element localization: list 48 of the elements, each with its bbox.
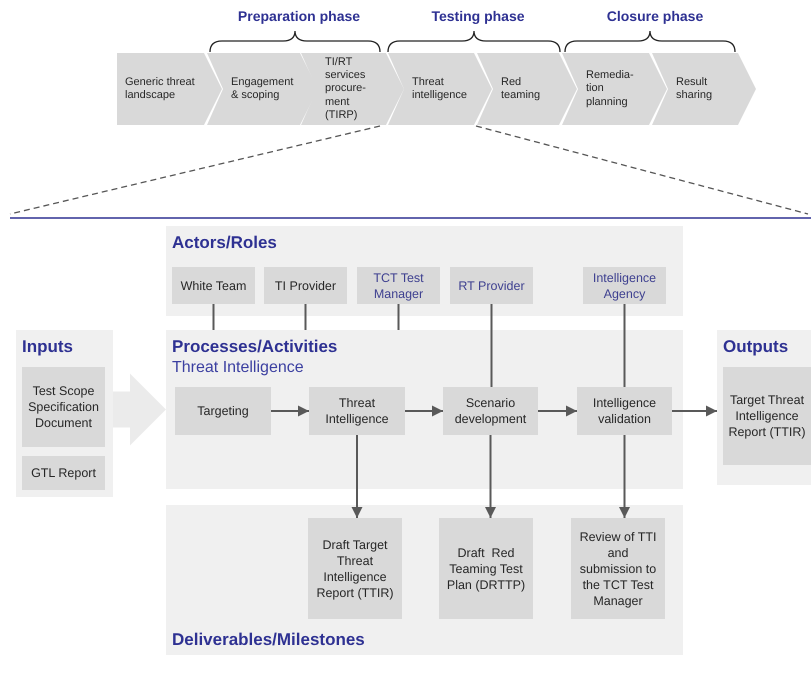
deliverable-box: Review of TTI and submission to the TCT Test Manager bbox=[571, 518, 665, 619]
processes-panel bbox=[166, 330, 683, 489]
connector-line bbox=[212, 304, 214, 330]
chevron-step: Red teaming bbox=[477, 53, 577, 125]
inputs-panel bbox=[16, 330, 113, 497]
role-box: Intelligence Agency bbox=[583, 267, 666, 304]
phase-label: Testing phase bbox=[430, 7, 526, 26]
panel-title: Inputs bbox=[22, 336, 73, 358]
input-box: GTL Report bbox=[22, 456, 105, 490]
connector-line bbox=[304, 304, 306, 330]
connector-line bbox=[398, 304, 400, 330]
panel-subtitle: Threat Intelligence bbox=[172, 358, 305, 378]
process-box: Scenario development bbox=[443, 387, 538, 435]
arrow bbox=[271, 406, 309, 416]
deliverable-box: Draft Red Teaming Test Plan (DRTTP) bbox=[439, 518, 533, 619]
phase-label: Preparation phase bbox=[236, 7, 362, 26]
chevron-step: Result sharing bbox=[652, 53, 756, 125]
arrow bbox=[485, 435, 496, 518]
connector-line bbox=[490, 304, 492, 387]
role-box: TI Provider bbox=[264, 267, 347, 304]
panel-title: Processes/Activities bbox=[172, 336, 338, 358]
panel-title: Actors/Roles bbox=[172, 232, 277, 254]
role-box: White Team bbox=[172, 267, 255, 304]
actors-panel bbox=[166, 226, 683, 316]
role-box: TCT Test Manager bbox=[357, 267, 440, 304]
chevron-step: Remedia- tion planning bbox=[562, 53, 667, 125]
input-box: Test Scope Specification Document bbox=[22, 367, 105, 447]
connector-line bbox=[624, 304, 626, 387]
arrow bbox=[352, 435, 362, 518]
process-box: Threat Intelligence bbox=[309, 387, 405, 435]
phase-label: Closure phase bbox=[606, 7, 704, 26]
chevron-step: Generic threat landscape bbox=[117, 53, 222, 125]
arrow bbox=[405, 406, 443, 416]
panel-title: Outputs bbox=[723, 336, 788, 358]
outputs-panel bbox=[717, 330, 811, 485]
role-box: RT Provider bbox=[450, 267, 533, 304]
output-box: Target Threat Intelligence Report (TTIR) bbox=[723, 367, 811, 465]
chevron-step: TI/RT services procure- ment (TIRP) bbox=[301, 53, 404, 125]
chevron-step: Threat intelligence bbox=[388, 53, 492, 125]
process-box: Targeting bbox=[175, 387, 271, 435]
process-box: Intelligence validation bbox=[577, 387, 672, 435]
panel-title: Deliverables/Milestones bbox=[172, 629, 365, 651]
arrow bbox=[538, 406, 577, 416]
arrow bbox=[672, 406, 717, 416]
arrow bbox=[619, 435, 630, 518]
deliverable-box: Draft Target Threat Intelligence Report (TTIR) bbox=[308, 518, 402, 619]
deliverables-panel bbox=[166, 505, 683, 655]
chevron-step: Engagement & scoping bbox=[207, 53, 318, 125]
